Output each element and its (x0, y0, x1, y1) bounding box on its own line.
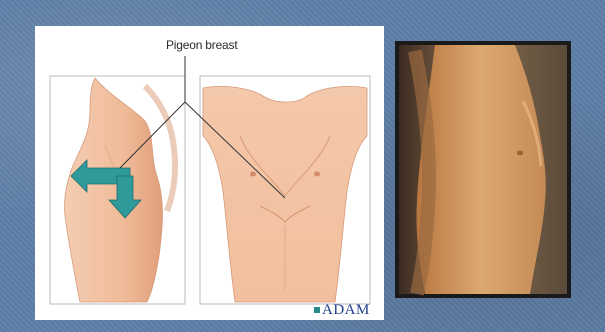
front-view-figure (200, 76, 370, 304)
callout-label: Pigeon breast (166, 38, 237, 52)
brand-logo: ADAM (322, 302, 370, 319)
chest-illustrations (35, 26, 384, 320)
brand-mark-icon (314, 307, 320, 313)
illustration-panel: Pigeon breast ADAM (35, 26, 384, 320)
side-photo (395, 41, 571, 298)
side-view-figure (50, 76, 185, 304)
photo-figure (395, 41, 571, 298)
